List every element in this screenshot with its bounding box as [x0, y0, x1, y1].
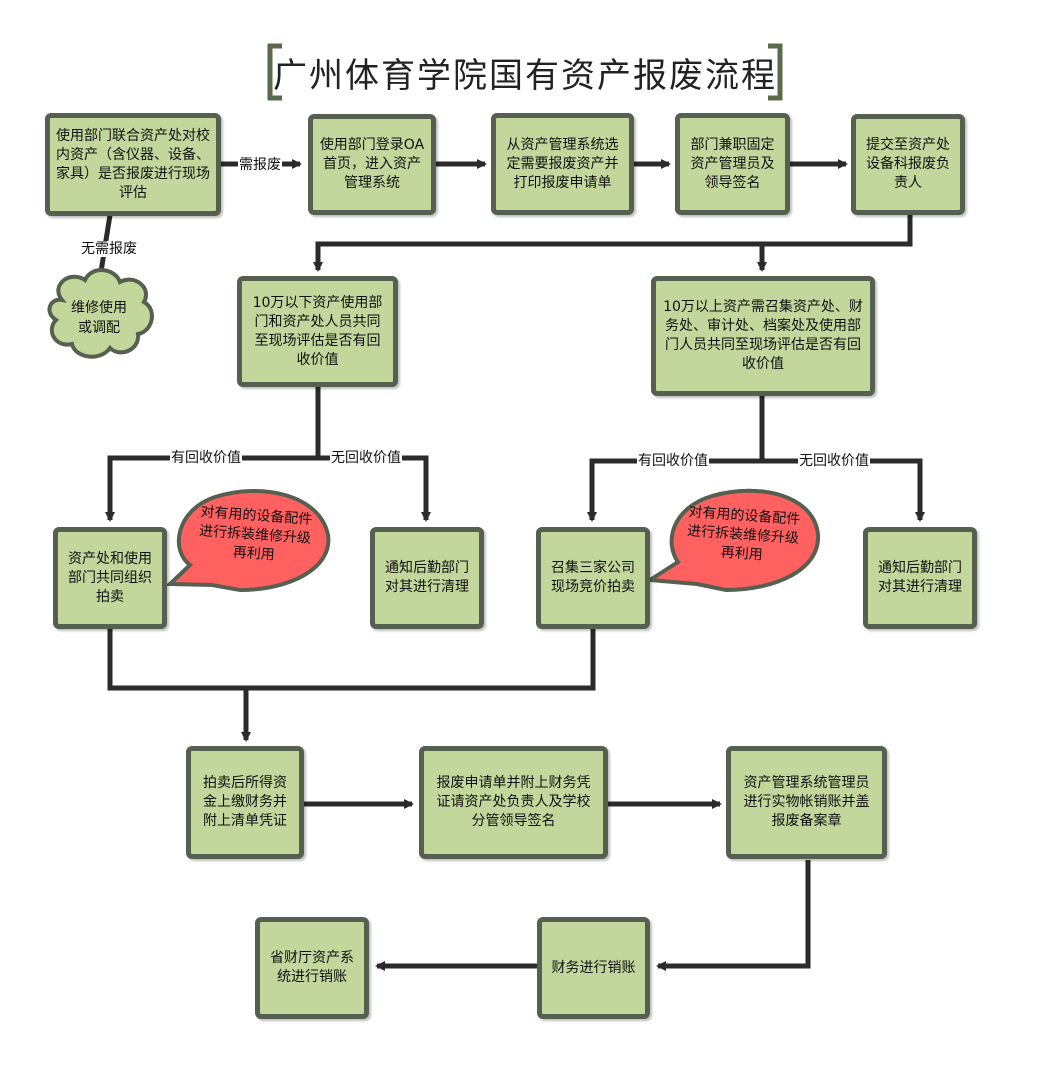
label-has-value-right: 有回收价值 [637, 453, 709, 469]
step-onsite-evaluation: 使用部门联合资产处对校内资产（含仪器、设备、家具）是否报废进行现场评估 [45, 113, 221, 216]
label-no-scrap: 无需报废 [80, 241, 138, 257]
label-no-value-left: 无回收价值 [330, 450, 402, 466]
step-under-100k: 10万以下资产使用部门和资产处人员共同至现场评估是否有回收价值 [237, 276, 398, 387]
callout-right-shape [643, 488, 821, 593]
step-auction-right: 召集三家公司现场竞价拍卖 [536, 527, 650, 629]
edge-auction-merge [107, 628, 596, 691]
label-need-scrap: 需报废 [238, 157, 282, 173]
step-login-oa: 使用部门登录OA首页，进入资产管理系统 [308, 114, 436, 215]
step-over-100k: 10万以上资产需召集资产处、财务处、审计处、档案处及使用部门人员共同至现场评估是… [651, 276, 875, 396]
step-finance-writeoff: 财务进行销账 [537, 917, 650, 1019]
step-cleanup-right: 通知后勤部门对其进行清理 [863, 527, 977, 629]
repair-cloud-text: 维修使用或调配 [71, 300, 127, 336]
page-title: 广州体育学院国有资产报废流程 [273, 55, 777, 96]
step-apply-signatures: 报废申请单并附上财务凭证请资产处负责人及学校分管领导签名 [419, 746, 608, 859]
step-system-writeoff: 资产管理系统管理员进行实物帐销账并盖报废备案章 [726, 746, 887, 859]
step-print-scrap-form: 从资产管理系统选定需要报废资产并打印报废申请单 [491, 113, 634, 215]
callout-right-text: 对有用的设备配件进行拆装维修升级再利用 [686, 504, 801, 564]
step-proceeds-to-finance: 拍卖后所得资金上缴财务并附上清单凭证 [186, 746, 304, 859]
edge-no-value-left [318, 455, 431, 522]
step-auction-left: 资产处和使用部门共同组织拍卖 [53, 527, 167, 629]
edge-n5-split [313, 215, 913, 272]
callout-left-shape [165, 489, 331, 593]
step-province-writeoff: 省财厅资产系统进行销账 [255, 917, 369, 1019]
edge-writeoff-finance [656, 860, 811, 971]
edge-has-value-left [105, 455, 318, 522]
step-submit-equipment-office: 提交至资产处设备科报废负责人 [851, 114, 965, 215]
label-no-value-right: 无回收价值 [798, 453, 870, 469]
repair-cloud-shape [47, 268, 154, 359]
step-cleanup-left: 通知后勤部门对其进行清理 [370, 527, 484, 629]
callout-left-text: 对有用的设备配件进行拆装维修升级再利用 [198, 504, 313, 564]
title-brackets [267, 43, 783, 101]
label-has-value-left: 有回收价值 [170, 450, 242, 466]
step-dept-sign: 部门兼职固定资产管理员及领导签名 [675, 113, 790, 215]
